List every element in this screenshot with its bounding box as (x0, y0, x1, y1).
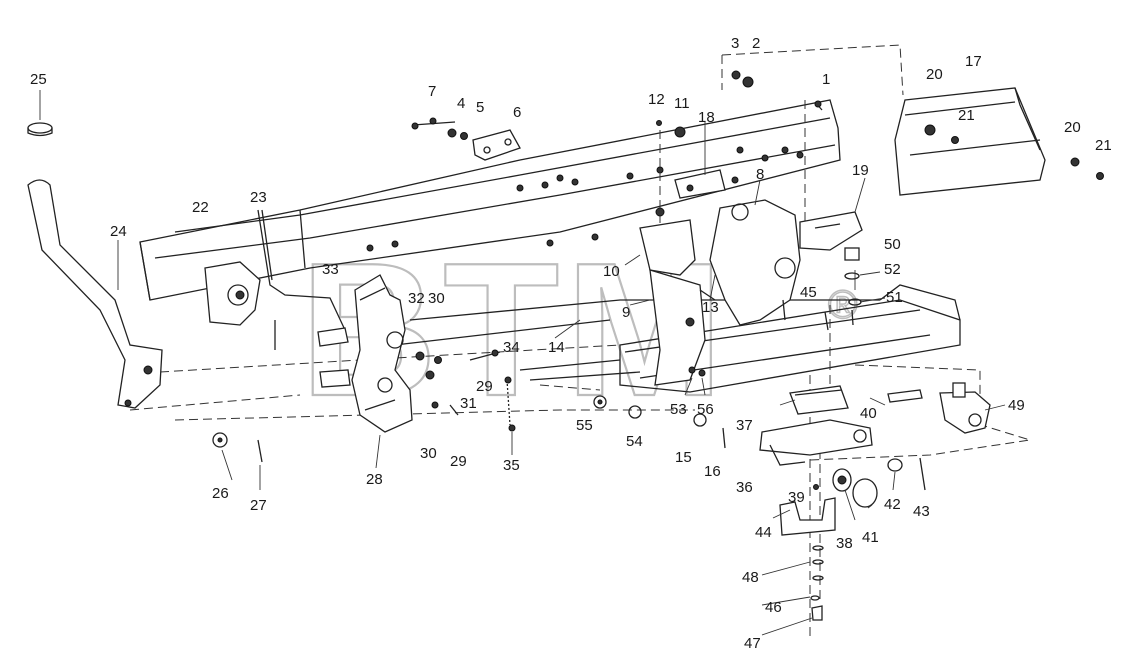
label-part-30-upper: 30 (428, 290, 445, 307)
label-part-34: 34 (503, 339, 520, 356)
part-23-rod (257, 209, 346, 350)
label-part-18: 18 (698, 109, 715, 126)
part-28-pedal-bracket (317, 274, 413, 433)
label-part-39: 39 (788, 489, 805, 506)
cross-frame (394, 284, 961, 393)
label-part-55: 55 (576, 417, 593, 434)
label-part-2: 2 (752, 35, 760, 52)
label-part-36: 36 (736, 479, 753, 496)
label-part-10: 10 (603, 263, 620, 280)
label-part-54: 54 (626, 433, 643, 450)
label-part-28: 28 (366, 471, 383, 488)
label-part-21-top: 21 (958, 107, 975, 124)
label-part-23: 23 (250, 189, 267, 206)
label-part-5: 5 (476, 99, 484, 116)
label-part-26: 26 (212, 485, 229, 502)
label-part-45: 45 (800, 284, 817, 301)
label-part-21-right: 21 (1095, 137, 1112, 154)
label-part-29-upper: 29 (476, 378, 493, 395)
right-lower-parts (759, 247, 991, 621)
label-part-33: 33 (322, 261, 339, 278)
label-part-50: 50 (884, 236, 901, 253)
label-part-35: 35 (503, 457, 520, 474)
label-part-31: 31 (460, 395, 477, 412)
part-labels: 1 2 3 4 5 6 7 8 9 10 11 12 13 14 15 16 1… (30, 35, 1112, 652)
label-part-30-lower: 30 (420, 445, 437, 462)
label-part-9: 9 (622, 304, 630, 321)
frame-rail-holes (366, 146, 804, 252)
label-part-19: 19 (852, 162, 869, 179)
label-part-17: 17 (965, 53, 982, 70)
leader-lines (39, 90, 1006, 636)
label-part-56: 56 (697, 401, 714, 418)
label-part-41: 41 (862, 529, 879, 546)
label-part-48: 48 (742, 569, 759, 586)
label-part-4: 4 (457, 95, 465, 112)
label-part-40: 40 (860, 405, 877, 422)
label-part-51: 51 (886, 289, 903, 306)
label-part-29-lower: 29 (450, 453, 467, 470)
label-part-12: 12 (648, 91, 665, 108)
label-part-7: 7 (428, 83, 436, 100)
label-part-6: 6 (513, 104, 521, 121)
label-part-22: 22 (192, 199, 209, 216)
part-17-panel (894, 87, 1046, 196)
label-part-1: 1 (822, 71, 830, 88)
part-22-bracket (204, 261, 261, 326)
label-part-53: 53 (670, 401, 687, 418)
label-part-15: 15 (675, 449, 692, 466)
label-part-49: 49 (1008, 397, 1025, 414)
label-part-20-right: 20 (1064, 119, 1081, 136)
label-part-27: 27 (250, 497, 267, 514)
part-24-lever (27, 122, 163, 409)
label-part-11: 11 (674, 95, 690, 112)
label-part-24: 24 (110, 223, 127, 240)
label-part-16: 16 (704, 463, 721, 480)
label-part-14: 14 (548, 339, 565, 356)
central-bracket-assembly (639, 169, 863, 386)
label-part-37: 37 (736, 417, 753, 434)
label-part-25: 25 (30, 71, 47, 88)
misc-small-parts (212, 395, 726, 463)
frame-rail (139, 99, 841, 301)
label-part-52: 52 (884, 261, 901, 278)
label-part-44: 44 (755, 524, 772, 541)
label-part-20-top: 20 (926, 66, 943, 83)
label-part-47: 47 (744, 635, 761, 652)
label-part-3: 3 (731, 35, 739, 52)
label-part-43: 43 (913, 503, 930, 520)
label-part-13: 13 (702, 299, 719, 316)
small-fasteners-left (415, 349, 516, 432)
top-fasteners (411, 70, 1104, 180)
label-part-8: 8 (756, 166, 764, 183)
label-part-38: 38 (836, 535, 853, 552)
label-part-32: 32 (408, 290, 425, 307)
label-part-46: 46 (765, 599, 782, 616)
label-part-42: 42 (884, 496, 901, 513)
